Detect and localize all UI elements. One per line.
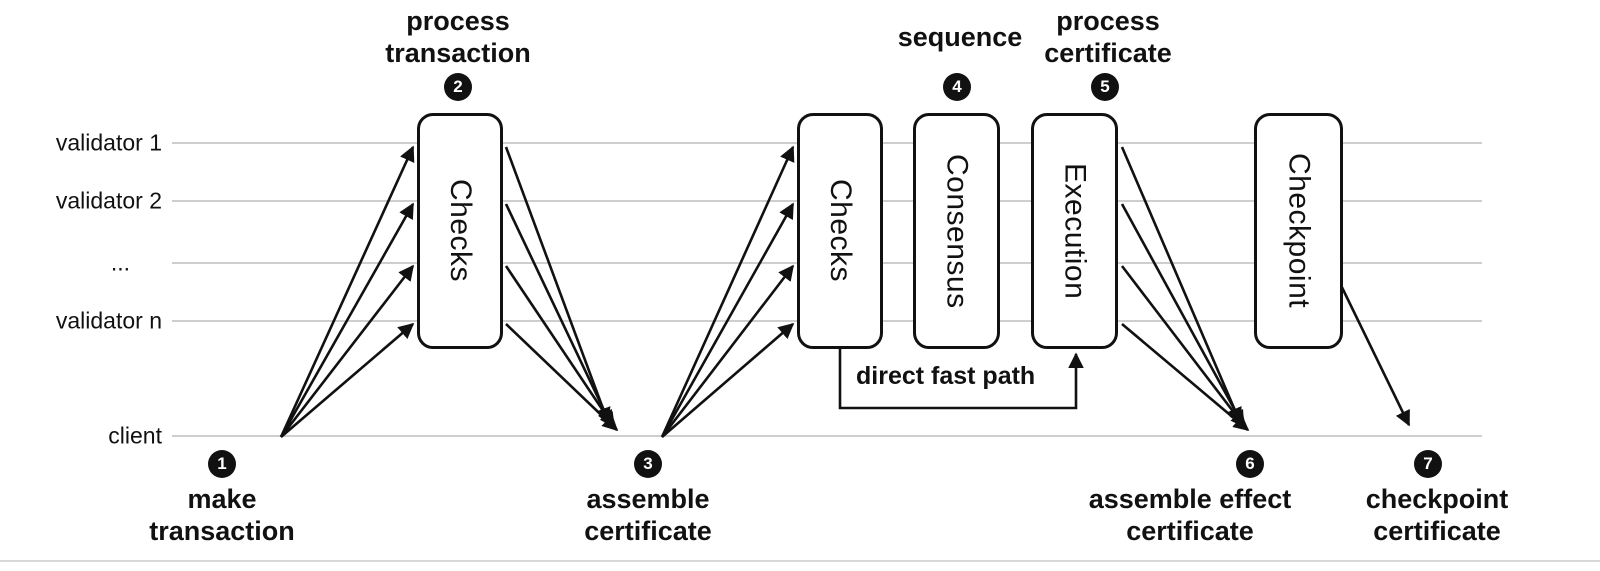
lane-label-validator-2: validator 2 (55, 187, 162, 214)
box-checkpoint: Checkpoint (1254, 113, 1343, 349)
step-label-assemble-certificate: assemble certificate (584, 484, 712, 546)
arrows-assemble-certificate (504, 146, 619, 432)
box-checkpoint-label: Checkpoint (1282, 153, 1316, 309)
lane-label-validator-n: validator n (55, 307, 162, 334)
step-label-process-transaction: process transaction (385, 6, 531, 68)
step-badge-1: 1 (208, 450, 236, 478)
step-label-sequence: sequence (897, 22, 1023, 52)
box-checks-1: Checks (417, 113, 503, 349)
bottom-rule (0, 560, 1600, 562)
box-consensus: Consensus (913, 113, 1000, 349)
box-execution-label: Execution (1058, 162, 1092, 300)
step-badge-3: 3 (634, 450, 662, 478)
step-badge-5: 5 (1091, 73, 1119, 101)
step-label-make-transaction: make transaction (149, 484, 295, 546)
box-checks-2: Checks (797, 113, 883, 349)
step-label-checkpoint-certificate: checkpoint certificate (1365, 484, 1509, 546)
lane-label-client: client (108, 422, 162, 449)
direct-fast-path-arrow (838, 349, 1084, 410)
arrows-make-transaction (279, 145, 415, 438)
step-label-assemble-effect-certificate: assemble effect certificate (1088, 484, 1292, 546)
step-badge-7: 7 (1414, 450, 1442, 478)
step-badge-4: 4 (943, 73, 971, 101)
arrows-send-certificate (660, 145, 795, 438)
checkpoint-certificate-arrow (1333, 272, 1411, 427)
step-label-process-certificate: process certificate (1044, 6, 1172, 68)
box-execution: Execution (1031, 113, 1118, 349)
direct-fast-path-label: direct fast path (856, 362, 1036, 390)
box-checks-2-label: Checks (824, 179, 857, 283)
box-checks-1-label: Checks (444, 179, 477, 283)
lane-label-validator-1: validator 1 (55, 129, 162, 156)
step-badge-2: 2 (444, 73, 472, 101)
step-badge-6: 6 (1236, 450, 1264, 478)
lane-label-dots: ... (110, 249, 130, 276)
box-consensus-label: Consensus (940, 153, 974, 309)
arrows-assemble-effect-certificate (1120, 146, 1250, 432)
